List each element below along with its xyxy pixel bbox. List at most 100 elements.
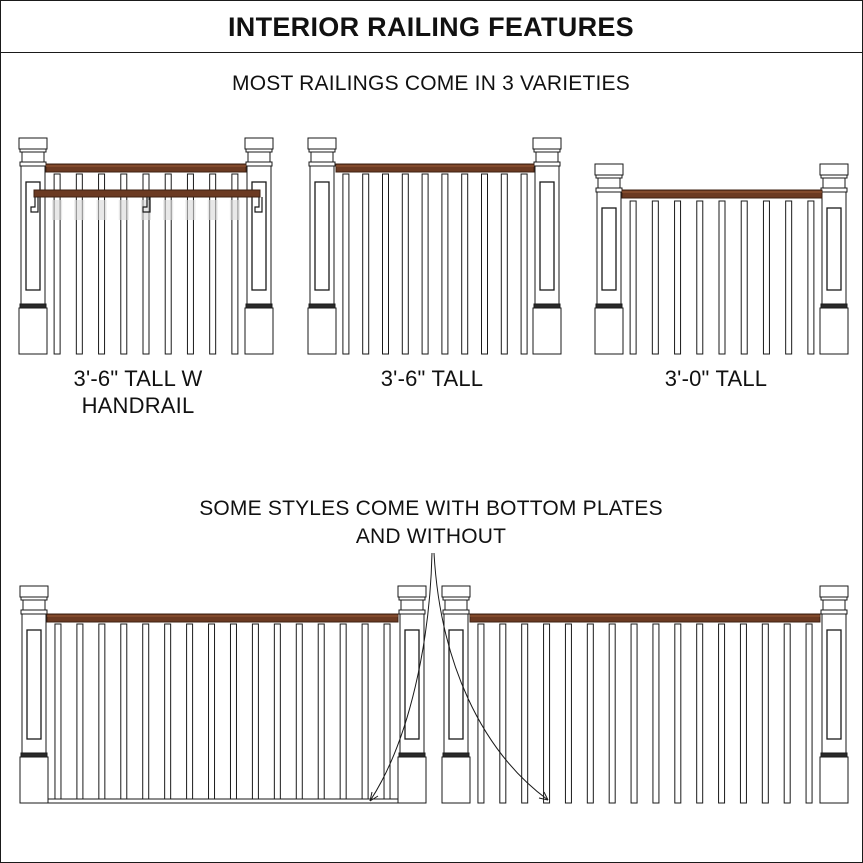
railing-e-balusters-baluster	[477, 623, 485, 804]
railing-e-balusters-baluster	[805, 623, 813, 804]
railing-e-left-post-cap-top	[441, 585, 471, 598]
caption-30-tall: 3'-0" TALL	[665, 366, 767, 391]
railing-d-left-post-base-block	[19, 756, 49, 804]
bottom-plate-note-line2: AND WITHOUT	[356, 525, 506, 548]
railing-d-balusters-baluster	[339, 623, 347, 801]
railing-d-balusters-baluster	[76, 623, 84, 801]
railing-a-balusters-baluster	[209, 173, 217, 355]
railing-b-left-post-upper-collar	[308, 161, 336, 167]
railing-d-right-post-upper-collar	[398, 609, 426, 615]
railing-a-handrail-bracket	[30, 197, 39, 213]
railing-d-balusters-baluster	[98, 623, 106, 801]
railing-a-balusters-baluster	[164, 173, 172, 355]
railing-b-top-rail	[335, 163, 535, 173]
caption-36-tall: 3'-6" TALL	[381, 366, 483, 391]
railing-d-left-post-upper-collar	[20, 609, 48, 615]
railing-a-right-post-cap-top	[244, 137, 274, 150]
railing-d-balusters-baluster	[120, 623, 128, 801]
railing-b-left-post	[307, 137, 337, 355]
railing-b-balusters-baluster	[362, 173, 370, 355]
railing-e-balusters-baluster	[674, 623, 682, 804]
leader-arrow-plate	[369, 791, 379, 802]
caption-with-handrail-line2: HANDRAIL	[82, 393, 195, 418]
railing-e-balusters-baluster	[696, 623, 704, 804]
railing-c-right-post-cap-top	[819, 163, 849, 176]
railing-d-right-post	[397, 585, 427, 804]
railing-c-balusters-baluster	[629, 200, 637, 355]
railing-e-balusters-baluster	[761, 623, 769, 804]
railing-c-right-post-base-block	[819, 307, 849, 355]
railing-a-shadow	[74, 200, 85, 220]
bottom-plate-note-line1: SOME STYLES COME WITH BOTTOM PLATES	[199, 497, 663, 520]
railing-e-right-post-cap-top	[819, 585, 849, 598]
railing-b-balusters-baluster	[382, 173, 389, 355]
railing-b-balusters-baluster	[401, 173, 409, 355]
railing-artwork-front	[30, 189, 549, 802]
railing-c-right-post-panel	[826, 207, 842, 291]
railing-b-right-post	[532, 137, 562, 355]
railing-b-left-post-lower-collar	[308, 303, 336, 309]
railing-a-top-rail	[45, 163, 247, 173]
railing-d-left-post-cap-top	[19, 585, 49, 598]
railing-b-balusters-baluster	[421, 173, 429, 355]
railing-b-right-post-cap-top	[532, 137, 562, 150]
railing-a-balusters-baluster	[231, 173, 239, 355]
railing-d-bottom-plate	[46, 798, 399, 804]
railing-b-right-post-upper-collar	[533, 161, 561, 167]
railing-a-balusters-baluster	[53, 173, 61, 355]
railing-c-balusters-baluster	[718, 200, 726, 355]
railing-e-top-rail-cap	[469, 613, 821, 623]
railing-d-right-post-cap-top	[397, 585, 427, 598]
railing-a-balusters-baluster	[75, 173, 83, 355]
railing-a-handrail-bracket	[254, 197, 263, 213]
railing-d-balusters-baluster	[251, 623, 259, 801]
railing-d-top-rail	[46, 613, 399, 623]
railing-a-shadow	[229, 200, 240, 220]
leader-to-no-plate	[433, 552, 549, 801]
railing-a-left-post-neck	[21, 151, 45, 163]
railing-e-balusters-baluster	[783, 623, 791, 804]
railing-d-right-post-panel	[404, 629, 420, 740]
railing-a-shadow	[207, 200, 218, 220]
railing-b-balusters-baluster	[461, 173, 469, 355]
railing-c-right-post-neck	[822, 177, 846, 189]
railing-b-right-post-panel	[539, 181, 555, 291]
railing-e-left-post-upper-collar	[442, 609, 470, 615]
railing-e-balusters-baluster	[608, 623, 616, 804]
railing-e-right-post-panel	[826, 629, 842, 740]
railing-a-balusters-baluster	[186, 173, 194, 355]
railing-a-right-post-neck	[247, 151, 271, 163]
railing-e-right-post-neck	[822, 599, 846, 611]
railing-c-left-post-cap-top	[594, 163, 624, 176]
railing-c-left-post-upper-collar	[595, 187, 623, 193]
railing-b-left-post-base-block	[307, 307, 337, 355]
railing-d-balusters-baluster	[54, 623, 62, 801]
railing-a-right-post	[244, 137, 274, 355]
railing-a-shadow	[163, 200, 174, 220]
leader-arrow-no-plate	[538, 791, 549, 801]
leader-to-bottom-plate	[369, 552, 433, 802]
railing-b-left-post-neck	[310, 151, 334, 163]
railing-a-right-post-upper-collar	[245, 161, 273, 167]
railing-b-balusters	[342, 173, 528, 355]
railing-e-right-post	[819, 585, 849, 804]
railing-c-left-post-base-block	[594, 307, 624, 355]
railing-a-balusters-baluster	[120, 173, 128, 355]
railing-e-right-post-upper-collar	[820, 609, 848, 615]
railing-d-right-post-lower-collar	[398, 752, 426, 758]
railing-e-left-post	[441, 585, 471, 804]
note-leaders	[369, 552, 549, 802]
railing-e-balusters	[477, 623, 813, 804]
railing-d-left-post-lower-collar	[20, 752, 48, 758]
railing-a-balusters-baluster	[98, 173, 106, 355]
railing-c-balusters-baluster	[762, 200, 770, 355]
railing-e-right-post-lower-collar	[820, 752, 848, 758]
railing-e-balusters-baluster	[543, 623, 551, 804]
railing-c-balusters-baluster	[785, 200, 793, 355]
railing-a-left-post-base-block	[18, 307, 48, 355]
railing-e-top-rail	[469, 613, 821, 623]
railing-d-balusters	[54, 623, 391, 801]
railing-d-balusters-baluster	[383, 623, 391, 801]
